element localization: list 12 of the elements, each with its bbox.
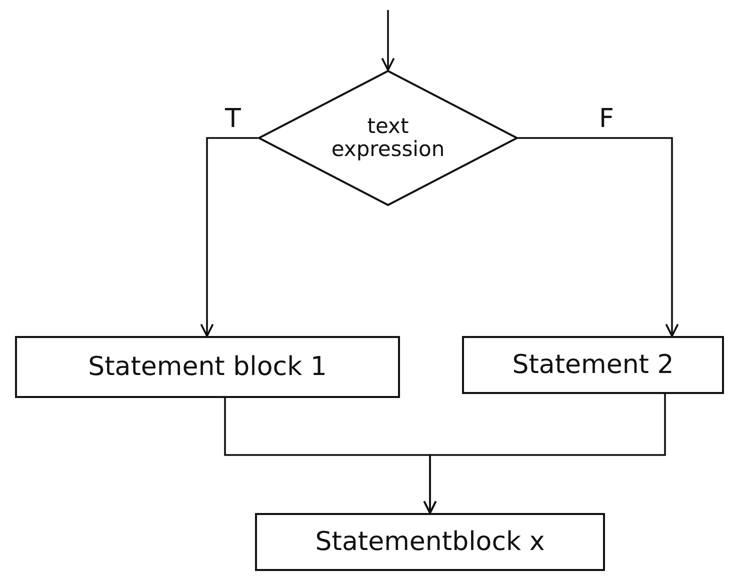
process-box (15, 336, 400, 398)
arrow (518, 137, 679, 337)
process-box (255, 513, 605, 571)
arrow (381, 10, 395, 71)
node-label: text expression (330, 114, 446, 162)
decision-diamond (258, 70, 518, 206)
arrow (200, 137, 258, 337)
arrow (423, 394, 666, 514)
node-label: Statement 2 (512, 350, 674, 380)
process-box (462, 336, 724, 394)
node-label: Statement block 1 (88, 352, 327, 382)
node-label: Statementblock x (315, 528, 545, 556)
